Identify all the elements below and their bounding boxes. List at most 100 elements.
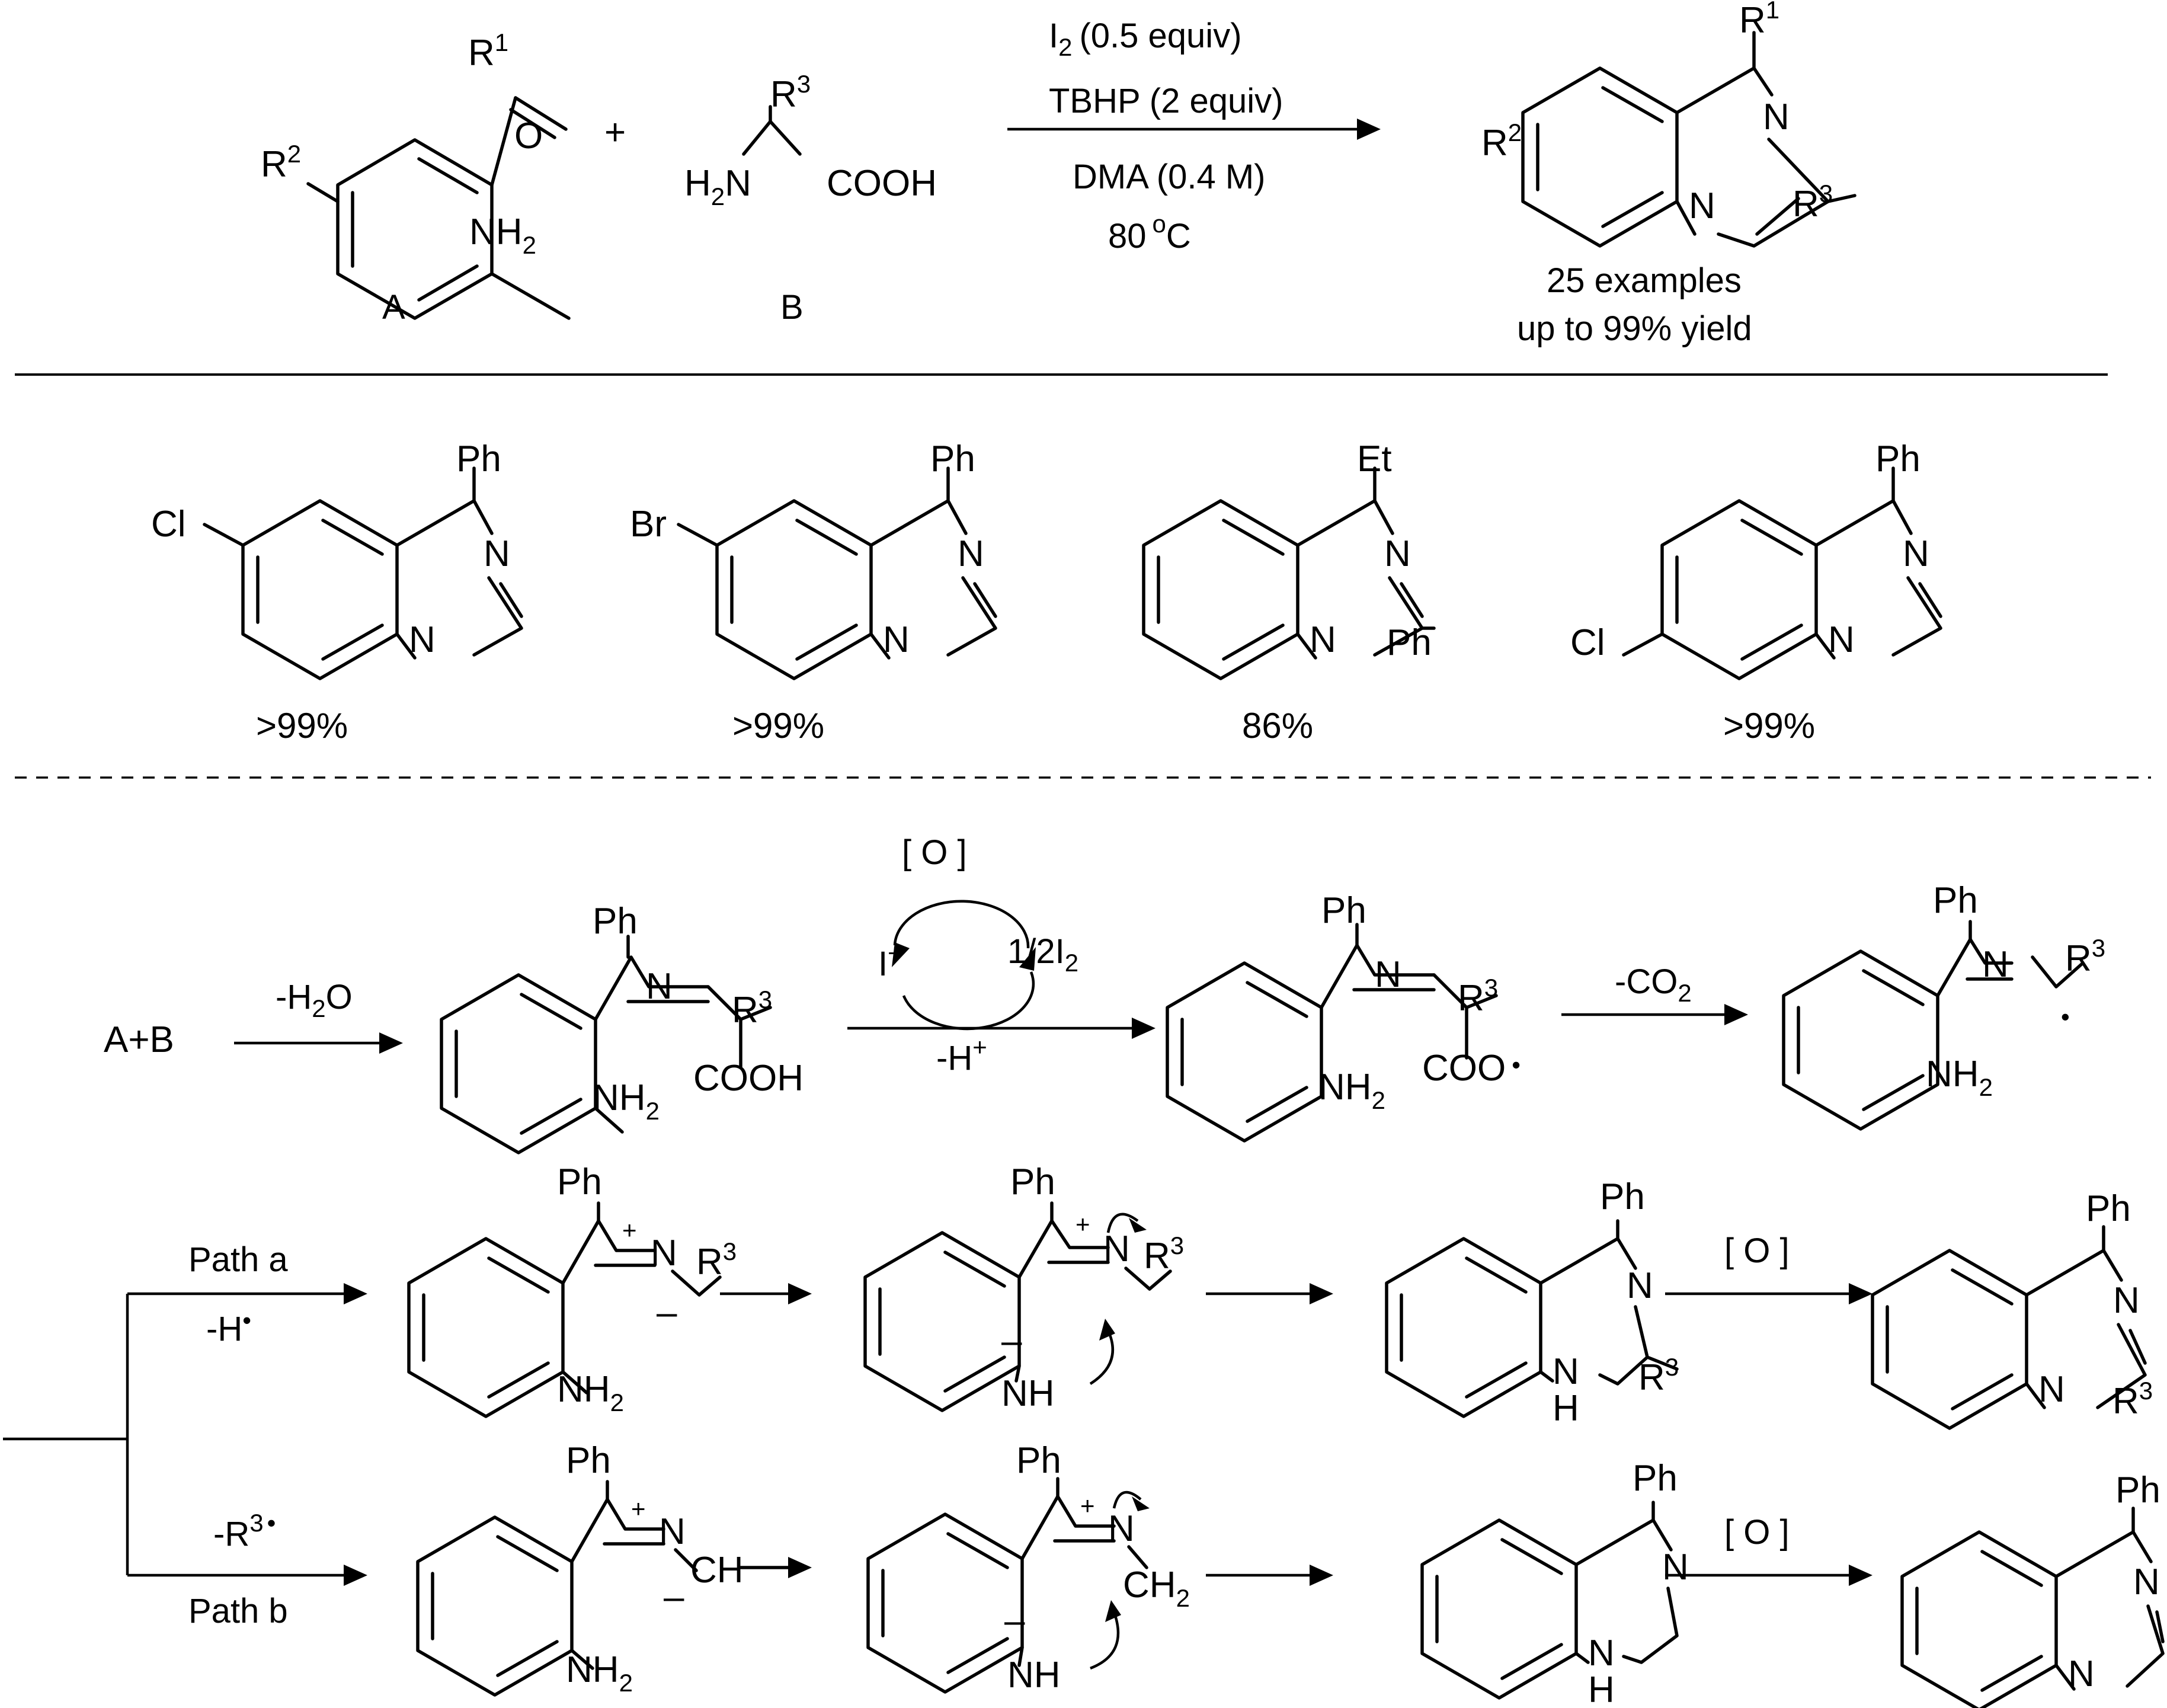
r2-label: R2 — [261, 140, 301, 185]
pb-oxidant: [ O ] — [1724, 1513, 1790, 1552]
path-b-cyclization: Ph + N CH2 – NH — [866, 1440, 1190, 1696]
amine-nh2: NH2 — [469, 212, 536, 259]
path-a-label: Path a — [188, 1240, 288, 1279]
pb3-h: H — [1588, 1669, 1615, 1708]
pb2-n: N — [1108, 1508, 1135, 1549]
cond-iodine: I2(0.5 equiv) — [1049, 17, 1242, 61]
pa2-plus: + — [1076, 1210, 1090, 1238]
imine-ph: Ph — [593, 901, 638, 942]
carboxyl-radical: Ph N R3 NH2 COO• — [1166, 890, 1521, 1143]
minus-co2: -CO2 — [1615, 962, 1692, 1007]
iodine-cation: I+ — [878, 939, 902, 983]
half-iodine: 1/2I2 — [1007, 932, 1078, 977]
pa1-n: N — [651, 1233, 677, 1274]
cr-r3: R3 — [1458, 974, 1498, 1019]
reactant-a: R2 R1 O NH2 A — [261, 28, 571, 327]
label-a: A — [382, 288, 405, 327]
path-a-loss: -H• — [206, 1306, 251, 1348]
ex1-ph: Ph — [456, 439, 501, 479]
pb2-minus: – — [1004, 1600, 1025, 1641]
pa2-ph: Ph — [1010, 1162, 1055, 1202]
pa2-minus: – — [1001, 1320, 1022, 1361]
path-b-iminium: Ph + N CH – NH2 — [416, 1440, 812, 1697]
ex4-n3: N — [1903, 533, 1929, 574]
example-1: Cl Ph N N >99% — [151, 439, 523, 746]
pa-oxidant: [ O ] — [1724, 1232, 1790, 1270]
ex1-cl: Cl — [151, 504, 186, 545]
pb1-n: N — [659, 1511, 686, 1552]
pa4-n1: N — [2038, 1369, 2065, 1410]
path-a-product: Ph N N R3 — [1871, 1188, 2153, 1430]
start-ab: A+B — [104, 1019, 174, 1060]
product-r2: R2 — [1481, 119, 1522, 164]
product-n3: N — [1763, 97, 1790, 137]
imine-nh2: NH2 — [593, 1077, 660, 1125]
ex4-n1: N — [1828, 619, 1855, 660]
ex2-yield: >99% — [732, 706, 824, 746]
carbonyl-o: O — [514, 116, 543, 156]
imine-acid: Ph N R3 NH2 COOH — [440, 901, 804, 1154]
pb1-ch: CH — [690, 1550, 744, 1591]
example-3: Et N N Ph 86% — [1142, 439, 1436, 746]
ex2-ph: Ph — [930, 439, 975, 479]
path-b-product: Ph N N — [1900, 1470, 2165, 1708]
pa4-r3: R3 — [2112, 1377, 2153, 1422]
ex1-yield: >99% — [256, 706, 348, 746]
h2n-label: H2N — [684, 163, 751, 210]
arrow-dehydration: -H2O — [234, 978, 403, 1054]
pb1-ph: Ph — [566, 1440, 611, 1481]
cr-ph: Ph — [1321, 890, 1366, 931]
minus-proton: -H+ — [936, 1033, 987, 1077]
pb3-n1: N — [1588, 1633, 1615, 1674]
ex3-n1: N — [1310, 619, 1336, 660]
pa2-n: N — [1103, 1229, 1130, 1269]
product-r3: R3 — [1793, 180, 1833, 225]
ex2-n3: N — [958, 533, 984, 574]
pa3-ph: Ph — [1600, 1176, 1645, 1217]
arrow-decarboxylation: -CO2 — [1561, 962, 1748, 1025]
example-2: Br Ph N N >99% — [630, 439, 997, 746]
pb1-plus: + — [631, 1495, 646, 1523]
cr-n: N — [1375, 954, 1401, 995]
pb1-nh2: NH2 — [566, 1649, 633, 1697]
pa1-plus: + — [622, 1216, 637, 1244]
ex2-n1: N — [883, 619, 910, 660]
cooh-label: COOH — [827, 163, 937, 204]
pb2-ph: Ph — [1016, 1440, 1061, 1481]
cr-nh2: NH2 — [1318, 1067, 1385, 1114]
pb2-nh: NH — [1007, 1655, 1061, 1696]
scope-yield: up to 99% yield — [1517, 309, 1752, 348]
path-b-arrow-2 — [1206, 1565, 1333, 1586]
pb2-ch2: CH2 — [1123, 1565, 1190, 1612]
ar-radical-dot: • — [2061, 1003, 2070, 1031]
product-n1: N — [1689, 185, 1715, 226]
path-a-dihydro: Ph N N H R3 — [1385, 1176, 1679, 1429]
ex1-n3: N — [484, 533, 510, 574]
path-a-iminium: Ph + N R3 – NH2 — [407, 1162, 737, 1418]
pb4-n1: N — [2068, 1653, 2095, 1694]
ex4-yield: >99% — [1723, 706, 1815, 746]
ex3-n3: N — [1384, 533, 1411, 574]
path-b-dihydro: Ph N N H — [1420, 1458, 1689, 1708]
pa1-nh2: NH2 — [557, 1369, 624, 1416]
pa3-h: H — [1553, 1388, 1579, 1429]
path-b-loss: -R3• — [213, 1509, 276, 1553]
pa3-r3: R3 — [1638, 1353, 1679, 1398]
pa3-n3: N — [1627, 1265, 1653, 1306]
reaction-arrow: I2(0.5 equiv) TBHP (2 equiv) DMA (0.4 M)… — [1007, 17, 1381, 255]
path-a-arrow-1 — [720, 1283, 812, 1304]
cr-coo: COO• — [1422, 1048, 1521, 1089]
oxidant-bracket: [ O ] — [902, 833, 967, 872]
pb4-ph: Ph — [2115, 1470, 2160, 1511]
plus-sign: + — [604, 112, 626, 153]
ar-ph: Ph — [1933, 880, 1978, 921]
ar-n: N — [1982, 944, 2009, 985]
pa1-r3: R3 — [696, 1237, 737, 1282]
scope-count: 25 examples — [1547, 261, 1742, 300]
label-b: B — [780, 288, 804, 327]
example-4: Cl Ph N N >99% — [1570, 439, 1942, 746]
cond-tbhp: TBHP (2 equiv) — [1049, 82, 1283, 120]
pb1-minus: – — [664, 1576, 684, 1617]
pb3-n3: N — [1662, 1547, 1689, 1588]
